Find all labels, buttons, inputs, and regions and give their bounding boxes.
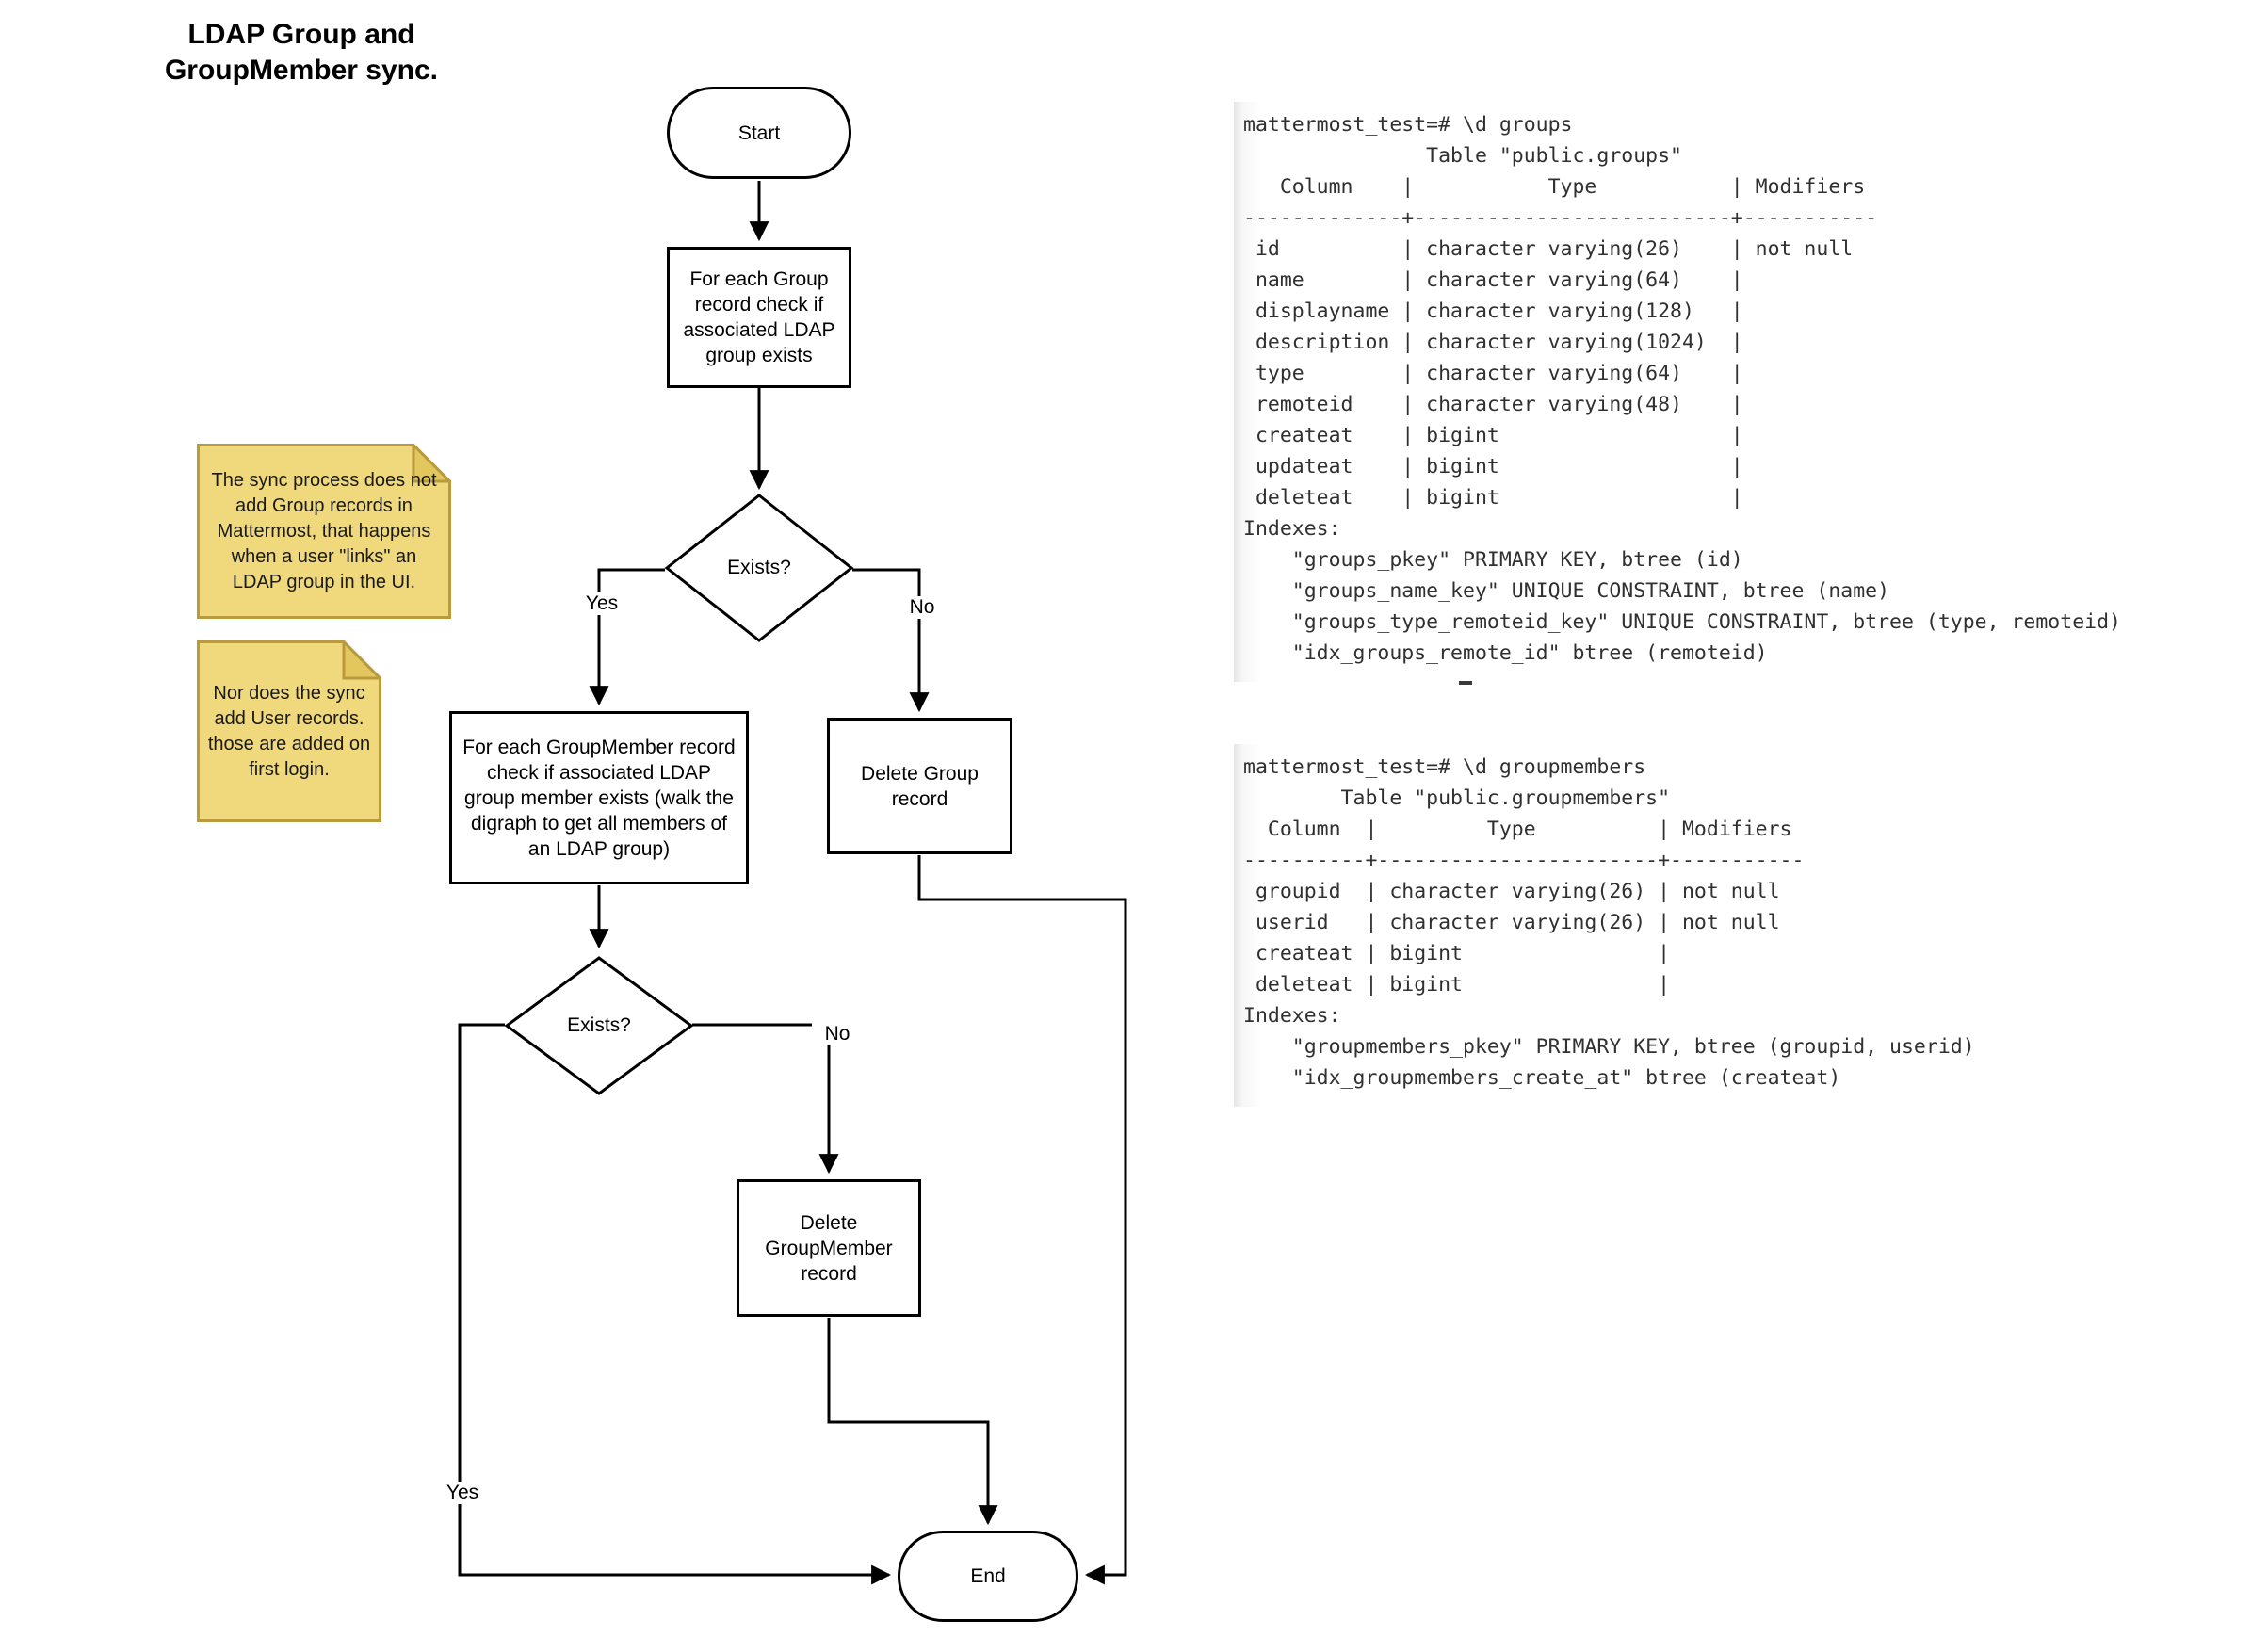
terminal-line: type | character varying(64) | — [1243, 362, 1756, 385]
terminal-line: name | character varying(64) | — [1243, 268, 1756, 292]
terminal-line: -------------+--------------------------… — [1243, 206, 1878, 230]
terminal-line: Table "public.groups" — [1243, 144, 1682, 168]
decision2-diamond-shape — [504, 956, 694, 1095]
decision2-yes-label: Yes — [433, 1482, 492, 1504]
connector-decision1-yes-to-process2 — [589, 568, 665, 706]
decision1-exists-node: Exists? — [663, 492, 855, 644]
page-title: LDAP Group and GroupMember sync. — [113, 17, 490, 89]
decision1-no-label: No — [897, 596, 948, 619]
terminal-line: "idx_groups_remote_id" btree (remoteid) — [1243, 641, 1768, 665]
sticky-note-fold — [412, 441, 454, 483]
connector-deletemember-to-end — [827, 1318, 998, 1526]
terminal-line: Indexes: — [1243, 517, 1341, 541]
terminal-line: displayname | character varying(128) | — [1243, 300, 1756, 323]
terminal-line: Column | Type | Modifiers — [1243, 818, 1792, 841]
sticky-note-sync-users: Nor does the sync add User records. thos… — [197, 638, 384, 822]
terminal-line: userid | character varying(26) | not nul… — [1243, 911, 1780, 934]
connector-decision1-no-to-deletegroup — [852, 568, 930, 713]
sticky-note-fold — [342, 638, 384, 680]
terminal-line: createat | bigint | — [1243, 942, 1682, 965]
terminal-line: Table "public.groupmembers" — [1243, 786, 1671, 810]
process-group-check-label: For each Group record check if associate… — [683, 268, 835, 366]
sticky-note-sync-users-text: Nor does the sync add User records. thos… — [207, 682, 371, 780]
terminal-line: description | character varying(1024) | — [1243, 331, 1756, 354]
end-node-label: End — [970, 1565, 1006, 1587]
terminal-line: Indexes: — [1243, 1004, 1341, 1028]
connector-deletegroup-to-end — [917, 855, 1127, 1585]
terminal-line: groupid | character varying(26) | not nu… — [1243, 880, 1780, 903]
process-group-check-node: For each Group record check if associate… — [667, 247, 851, 388]
delete-groupmember-node: Delete GroupMember record — [737, 1179, 921, 1317]
process-groupmember-check-node: For each GroupMember record check if ass… — [449, 711, 749, 884]
decision1-yes-label: Yes — [573, 592, 631, 615]
terminal-line: mattermost_test=# \d groupmembers — [1243, 755, 1646, 779]
end-node: End — [898, 1531, 1078, 1622]
sticky-note-shape — [197, 441, 454, 619]
terminal-line: mattermost_test=# \d groups — [1243, 113, 1573, 137]
sticky-note-sync-groups: The sync process does not add Group reco… — [197, 441, 454, 619]
terminal-line: "groups_name_key" UNIQUE CONSTRAINT, btr… — [1243, 579, 1890, 603]
sticky-note-shape — [197, 638, 384, 822]
text-cursor-dash — [1459, 681, 1472, 685]
start-node-label: Start — [737, 122, 781, 144]
page-title-line1: LDAP Group and — [187, 19, 415, 50]
terminal-line: ----------+-----------------------+-----… — [1243, 849, 1805, 872]
terminal-groupmembers-table: mattermost_test=# \d groupmembers Table … — [1234, 744, 2046, 1107]
terminal-line: Column | Type | Modifiers — [1243, 175, 1866, 199]
terminal-line: "idx_groupmembers_create_at" btree (crea… — [1243, 1066, 1841, 1090]
connector-decision2-no-to-deletemember — [692, 1023, 839, 1175]
delete-group-label: Delete Group record — [861, 762, 979, 810]
terminal-line: "groups_pkey" PRIMARY KEY, btree (id) — [1243, 548, 1743, 572]
terminal-line: id | character varying(26) | not null — [1243, 237, 1854, 261]
delete-group-node: Delete Group record — [827, 718, 1012, 854]
terminal-line: deleteat | bigint | — [1243, 486, 1756, 510]
page-title-line2: GroupMember sync. — [164, 55, 439, 86]
start-node: Start — [667, 87, 851, 179]
terminal-line: "groupmembers_pkey" PRIMARY KEY, btree (… — [1243, 1035, 1975, 1059]
decision1-exists-label: Exists? — [727, 557, 791, 578]
process-groupmember-check-label: For each GroupMember record check if ass… — [462, 736, 736, 860]
terminal-line: "groups_type_remoteid_key" UNIQUE CONSTR… — [1243, 610, 2121, 634]
terminal-groups-table: mattermost_test=# \d groups Table "publi… — [1234, 102, 2178, 682]
terminal-line: updateat | bigint | — [1243, 455, 1756, 478]
terminal-line: remoteid | character varying(48) | — [1243, 393, 1756, 416]
decision2-exists-label: Exists? — [567, 1014, 631, 1036]
sticky-note-sync-groups-text: The sync process does not add Group reco… — [211, 469, 437, 592]
terminal-line: createat | bigint | — [1243, 424, 1756, 447]
decision1-diamond-shape — [664, 494, 854, 642]
decision2-exists-node: Exists? — [503, 954, 695, 1097]
terminal-line: deleteat | bigint | — [1243, 973, 1682, 997]
decision2-no-label: No — [812, 1023, 863, 1045]
delete-groupmember-label: Delete GroupMember record — [765, 1211, 893, 1285]
